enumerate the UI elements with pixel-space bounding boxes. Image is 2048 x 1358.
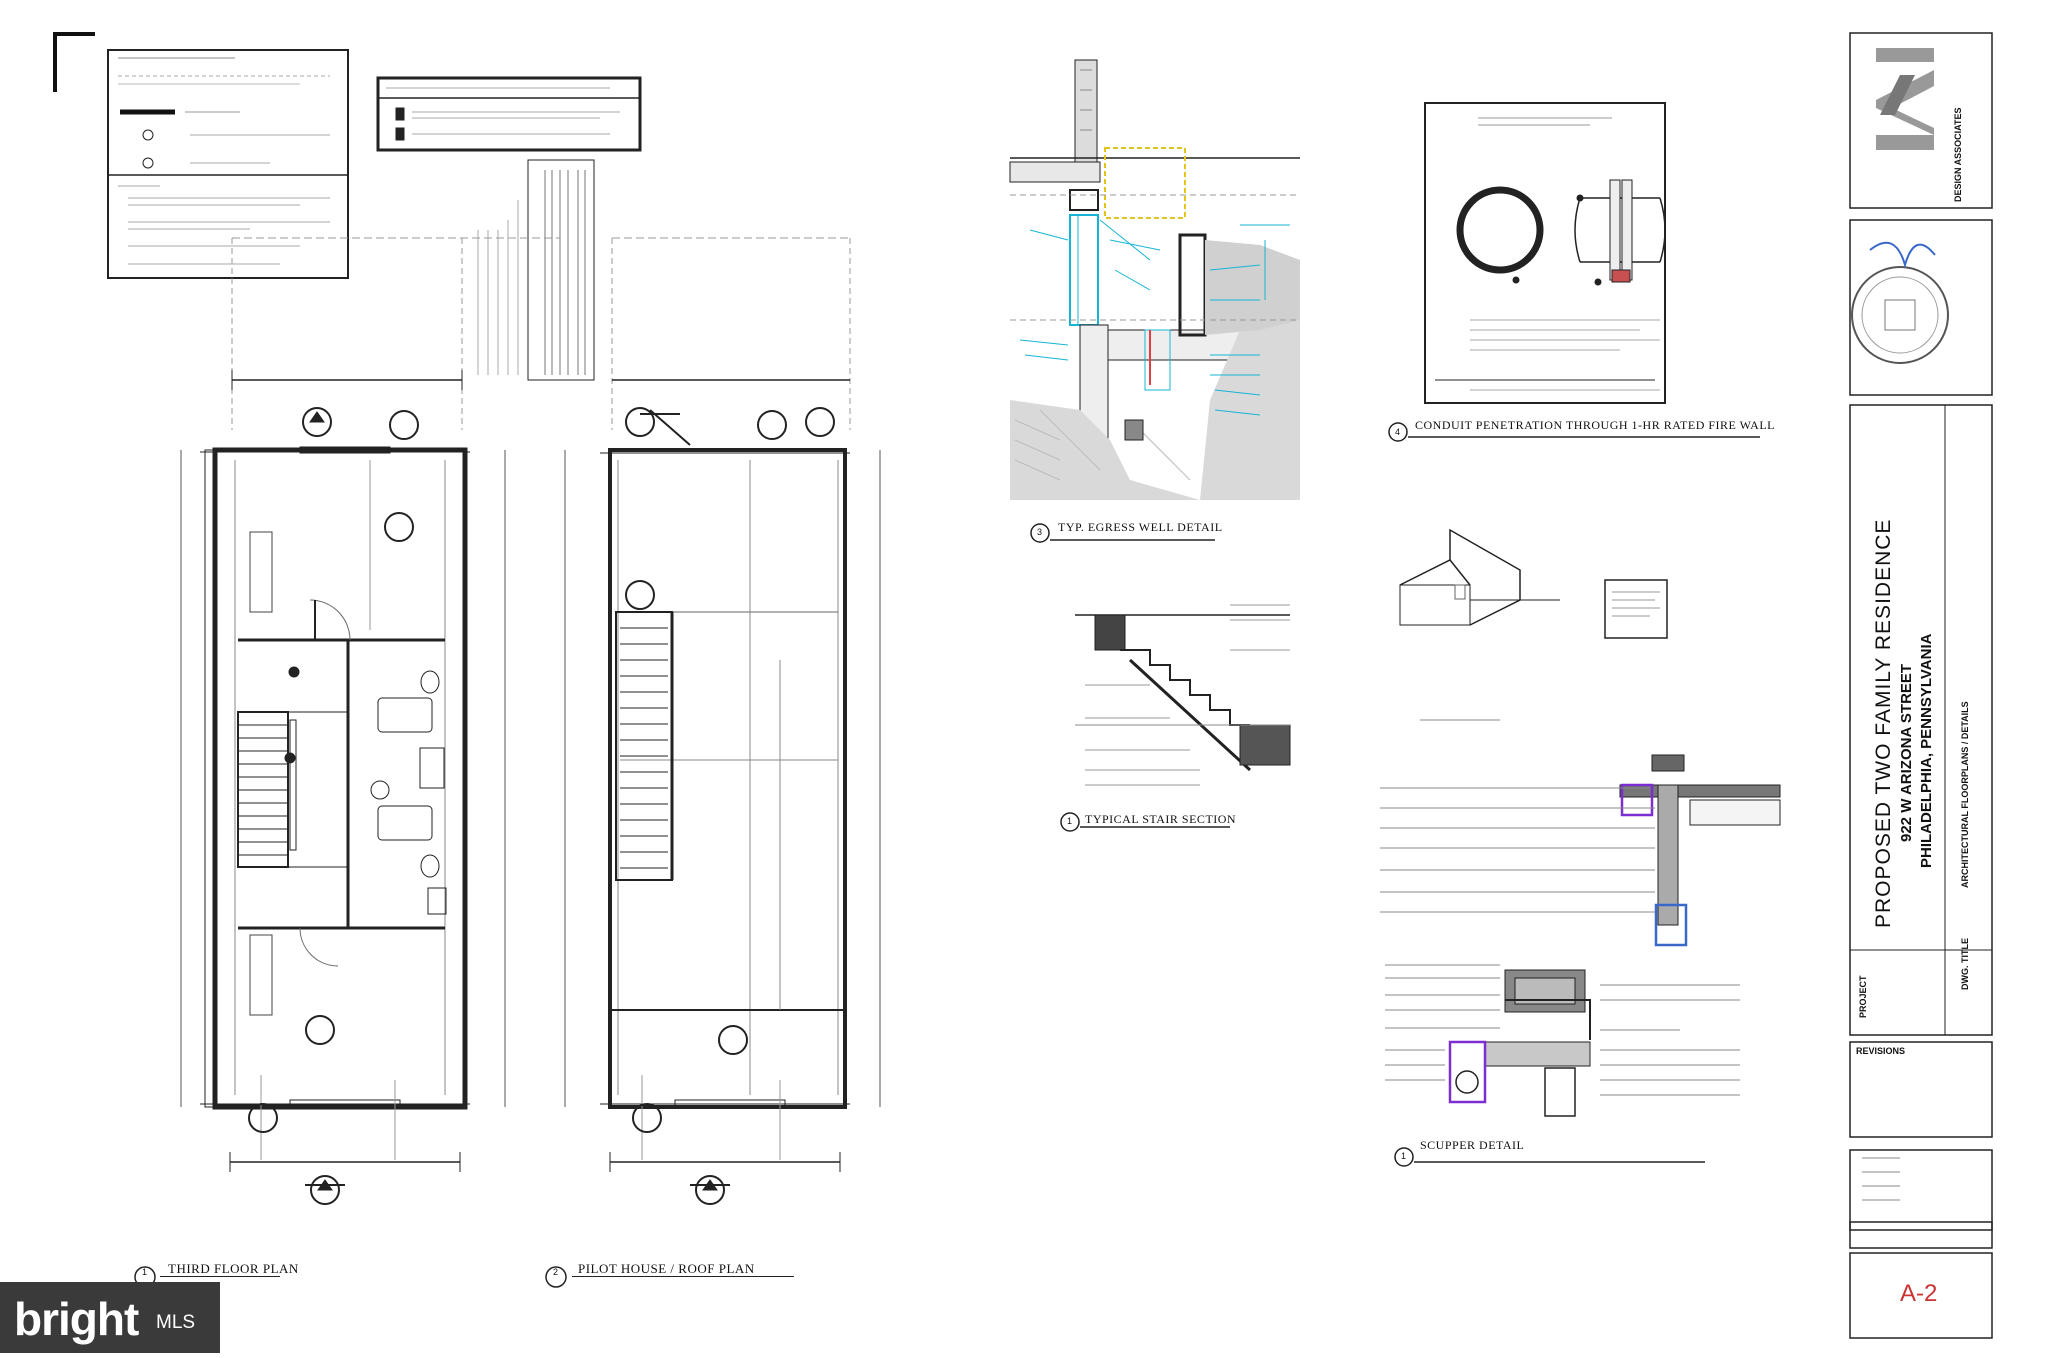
electrical-legend-box bbox=[376, 76, 642, 152]
third-floor-plan bbox=[180, 237, 560, 1205]
scupper-detail bbox=[1380, 528, 1781, 1167]
drawing-number: 1 bbox=[1067, 816, 1073, 826]
drawing-number: 2 bbox=[553, 1267, 559, 1277]
section-marker-icon bbox=[1060, 812, 1080, 832]
section-marker-icon bbox=[545, 1266, 567, 1288]
logo-icon bbox=[1876, 48, 1934, 150]
project-title: PROPOSED TWO FAMILY RESIDENCE bbox=[1872, 518, 1895, 928]
drawing-title-pilot-house: PILOT HOUSE / ROOF PLAN bbox=[578, 1261, 755, 1276]
pilot-house-roof-plan bbox=[564, 237, 881, 1205]
drawing-title-stair: TYPICAL STAIR SECTION bbox=[1085, 812, 1237, 826]
section-marker-icon bbox=[1030, 523, 1050, 543]
section-marker-icon bbox=[1394, 1147, 1414, 1167]
title-underline bbox=[160, 1276, 280, 1277]
sheet-number: A-2 bbox=[1900, 1280, 1938, 1307]
conduit-penetration-detail bbox=[1388, 102, 1760, 442]
drawing-number: 4 bbox=[1395, 427, 1401, 437]
drawing-number: 1 bbox=[1401, 1151, 1407, 1161]
egress-well-detail bbox=[1009, 59, 1300, 543]
watermark-suffix: MLS bbox=[156, 1312, 196, 1333]
seal-icon bbox=[1851, 241, 1949, 364]
revisions-label: REVISIONS bbox=[1856, 1046, 1906, 1056]
title-block bbox=[1849, 32, 1993, 1339]
legend-box bbox=[107, 49, 349, 279]
corner-mark bbox=[53, 32, 95, 92]
firm-name: DESIGN ASSOCIATES bbox=[1953, 107, 1963, 202]
project-label: PROJECT bbox=[1858, 975, 1868, 1018]
drawing-title-conduit: CONDUIT PENETRATION THROUGH 1-HR RATED F… bbox=[1415, 418, 1775, 432]
dwg-title-label: DWG. TITLE bbox=[1960, 938, 1970, 990]
drawing-title-third-floor: THIRD FLOOR PLAN bbox=[168, 1261, 299, 1276]
general-notes bbox=[477, 159, 595, 381]
section-marker-icon bbox=[625, 407, 835, 1205]
watermark: bright MLS bbox=[0, 1282, 220, 1353]
project-city: PHILADELPHIA, PENNSYLVANIA bbox=[1918, 633, 1935, 868]
section-marker-icon bbox=[1388, 422, 1408, 442]
watermark-brand: bright bbox=[14, 1293, 139, 1345]
drawing-title-scupper: SCUPPER DETAIL bbox=[1420, 1138, 1525, 1152]
drawing-number: 3 bbox=[1037, 527, 1043, 537]
drawing-number: 1 bbox=[142, 1267, 148, 1277]
project-address: 922 W ARIZONA STREET bbox=[1898, 663, 1915, 842]
typical-stair-section bbox=[1060, 604, 1291, 832]
title-underline bbox=[572, 1276, 794, 1277]
drawing-title-egress: TYP. EGRESS WELL DETAIL bbox=[1058, 520, 1223, 534]
drawing-title: ARCHITECTURAL FLOORPLANS / DETAILS bbox=[1960, 701, 1970, 888]
